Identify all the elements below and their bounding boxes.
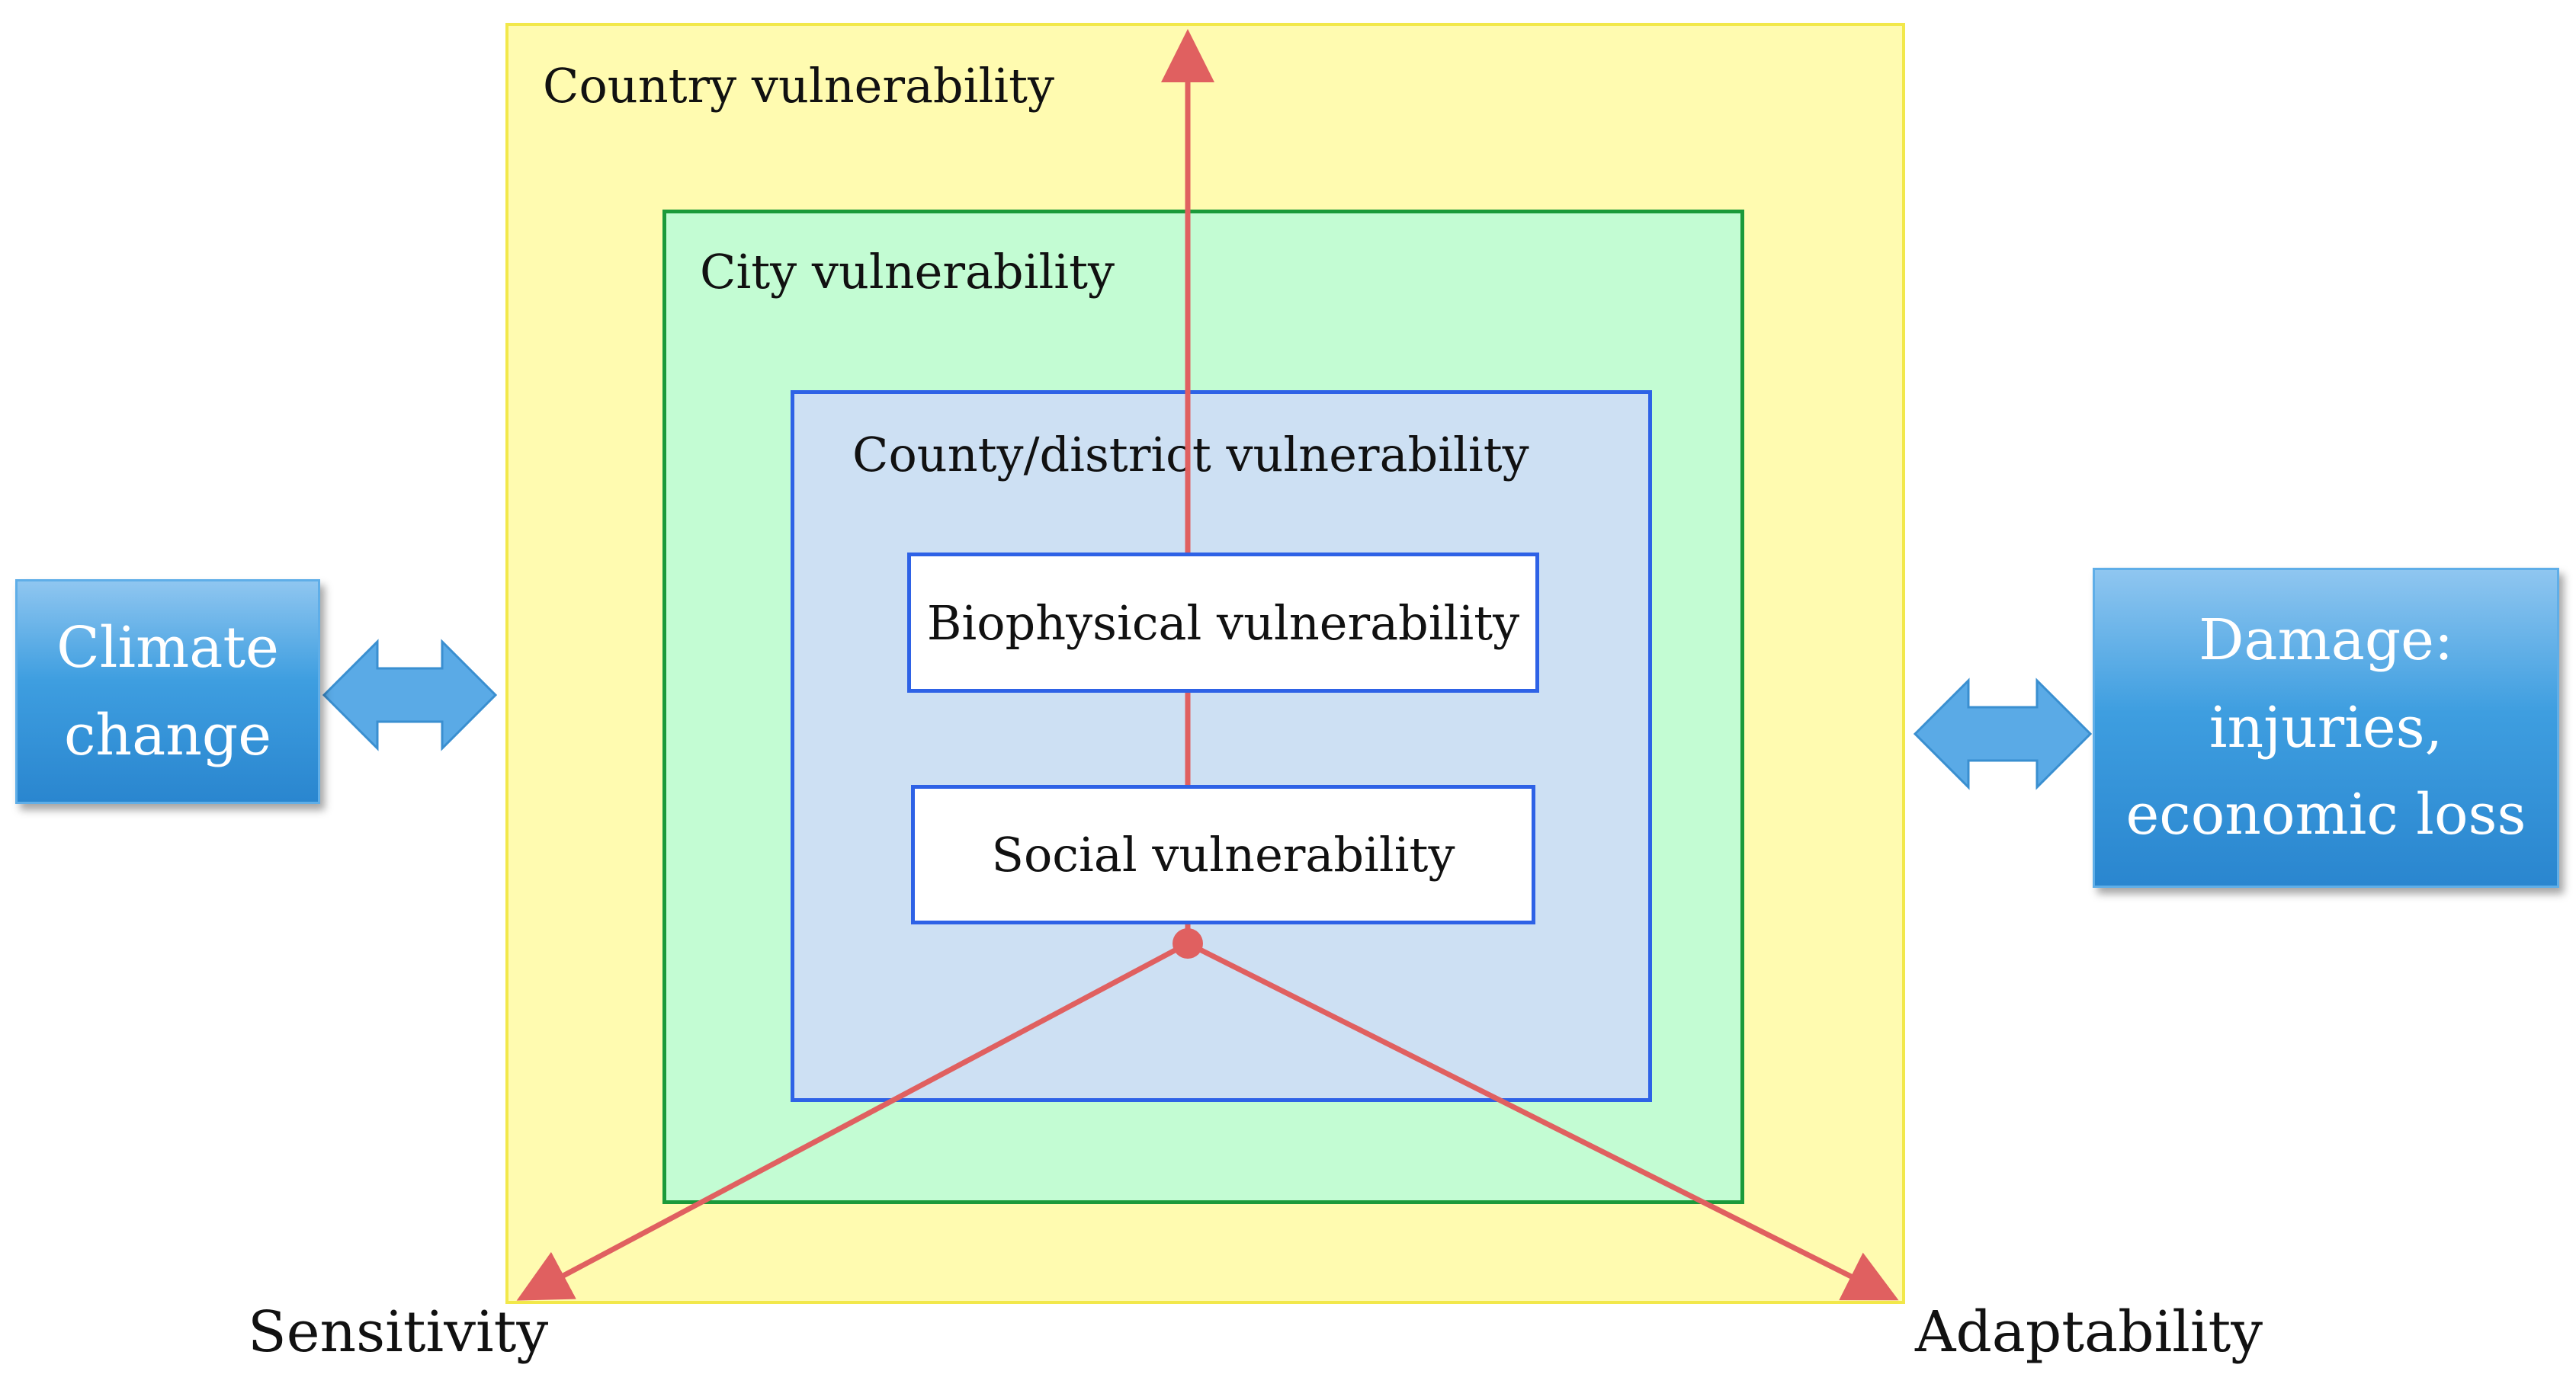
adaptability-axis-label: Adaptability	[1915, 1299, 2263, 1365]
climate-line-2: change	[63, 702, 272, 768]
damage-line-3: economic loss	[2125, 782, 2526, 848]
biophysical-vulnerability-box: Biophysical vulnerability	[907, 553, 1539, 693]
damage-box: Damage: injuries, economic loss	[2093, 568, 2559, 888]
city-vulnerability-label: City vulnerability	[700, 244, 1115, 300]
climate-change-box: Climate change	[15, 579, 320, 804]
damage-double-arrow-icon	[1913, 677, 2093, 790]
damage-line-1: Damage:	[2199, 607, 2453, 673]
axis-origin-dot	[1173, 928, 1203, 959]
social-vulnerability-label: Social vulnerability	[991, 827, 1455, 882]
damage-line-2: injuries,	[2209, 694, 2443, 761]
biophysical-vulnerability-label: Biophysical vulnerability	[926, 594, 1520, 651]
adaptability-axis-line	[1186, 940, 1899, 1301]
social-vulnerability-box: Social vulnerability	[911, 785, 1535, 924]
county-vulnerability-frame	[791, 390, 1652, 1102]
sensitivity-axis-line	[516, 940, 1189, 1301]
country-vulnerability-label: Country vulnerability	[543, 58, 1055, 114]
climate-double-arrow-icon	[322, 639, 498, 751]
county-vulnerability-label: County/district vulnerability	[852, 427, 1529, 482]
climate-line-1: Climate	[56, 614, 279, 681]
sensitivity-axis-label: Sensitivity	[248, 1299, 549, 1365]
